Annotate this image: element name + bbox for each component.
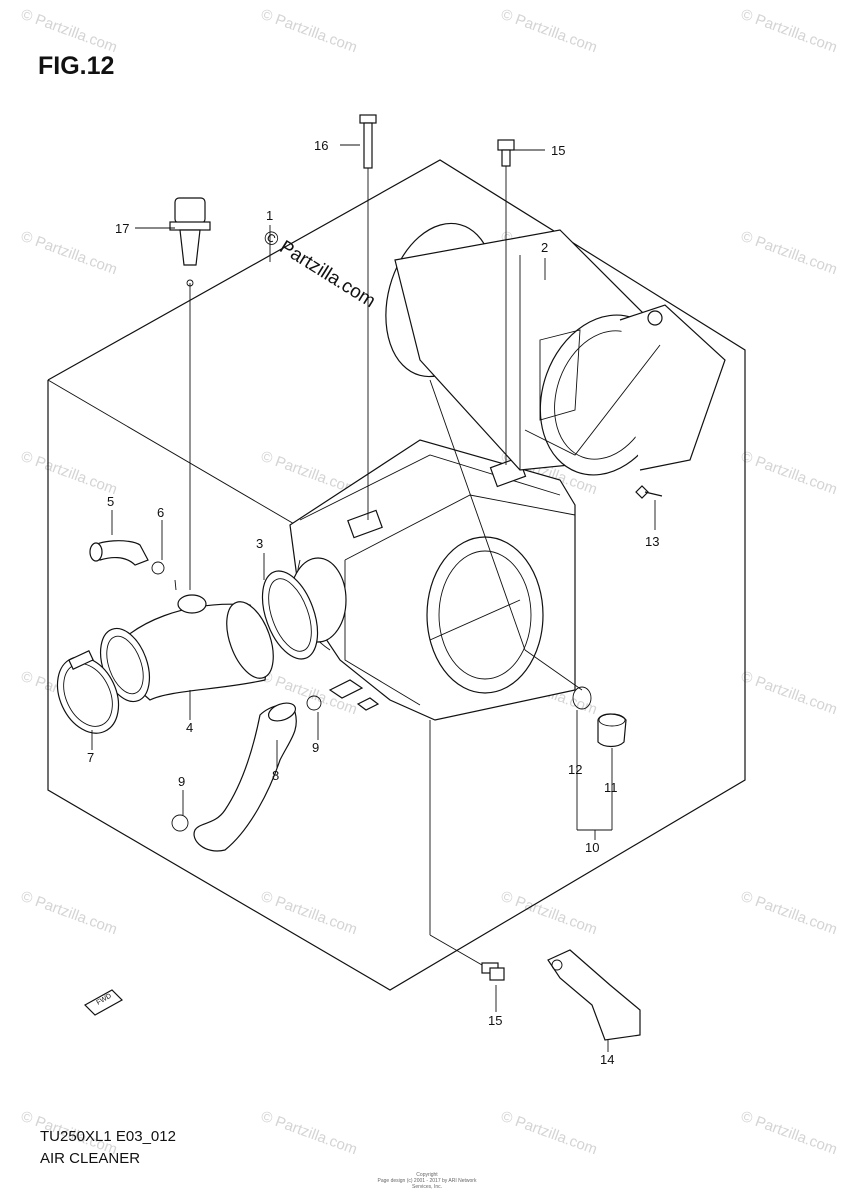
callout-6: 6	[157, 505, 164, 520]
watermark-text: © Partzilla.com	[259, 6, 360, 57]
copyright-line: Page design (c) 2001 - 2017 by ARI Netwo…	[377, 1178, 477, 1190]
intake-sensor	[169, 197, 211, 287]
watermark-text: © Partzilla.com	[19, 6, 120, 57]
watermark-text: © Partzilla.com	[19, 888, 120, 939]
callout-11: 11	[604, 780, 618, 795]
callout-3: 3	[256, 536, 263, 551]
callout-8: 8	[272, 768, 279, 783]
callout-5: 5	[107, 494, 114, 509]
watermark-text: © Partzilla.com	[259, 888, 360, 939]
watermark-text: © Partzilla.com	[739, 228, 840, 279]
mounting-bracket	[547, 949, 641, 1041]
watermark-text: © Partzilla.com	[259, 1108, 360, 1159]
watermark-text: © Partzilla.com	[739, 1108, 840, 1159]
figure-name: AIR CLEANER	[40, 1150, 141, 1167]
figure-code: TU250XL1 E03_012	[40, 1128, 176, 1145]
breather-hose	[89, 540, 165, 575]
callout-15b: 15	[488, 1013, 502, 1028]
drain-hose	[171, 695, 322, 852]
callout-16: 16	[314, 138, 328, 153]
leader-lines	[91, 144, 656, 1052]
callout-15a: 15	[551, 143, 565, 158]
copyright-notice: Copyright Page design (c) 2001 - 2017 by…	[367, 1172, 487, 1190]
watermark-text: © Partzilla.com	[739, 668, 840, 719]
drain-plug-parts	[572, 686, 627, 748]
callout-17: 17	[115, 221, 129, 236]
fasteners	[359, 114, 663, 981]
callout-13: 13	[645, 534, 659, 549]
air-cleaner-element	[385, 222, 726, 476]
watermark-text: © Partzilla.com	[739, 6, 840, 57]
callout-2: 2	[541, 240, 548, 255]
callout-4: 4	[186, 720, 193, 735]
center-watermark: © Partzilla.com	[259, 226, 379, 312]
watermark-text: © Partzilla.com	[19, 228, 120, 279]
callout-9a: 9	[312, 740, 319, 755]
callout-14: 14	[600, 1052, 614, 1067]
callout-10: 10	[585, 840, 599, 855]
callout-1: 1	[266, 208, 273, 223]
figure-title: FIG.12	[38, 52, 115, 80]
callout-labels: 1 2 3 4 5 6 7 8 9 9 10 11 12 13 14 15 15…	[87, 138, 659, 1067]
watermark-text: © Partzilla.com	[739, 448, 840, 499]
watermark-text: © Partzilla.com	[499, 1108, 600, 1159]
outlet-tube-assembly	[56, 570, 319, 734]
watermark-text: © Partzilla.com	[499, 6, 600, 57]
copyright-line: Copyright	[416, 1172, 438, 1178]
callout-12: 12	[568, 762, 582, 777]
watermark-text: © Partzilla.com	[739, 888, 840, 939]
forward-arrow-icon: FWD	[84, 989, 123, 1016]
callout-7: 7	[87, 750, 94, 765]
watermark-text: © Partzilla.com	[19, 448, 120, 499]
callout-9b: 9	[178, 774, 185, 789]
air-cleaner-case	[289, 439, 576, 721]
